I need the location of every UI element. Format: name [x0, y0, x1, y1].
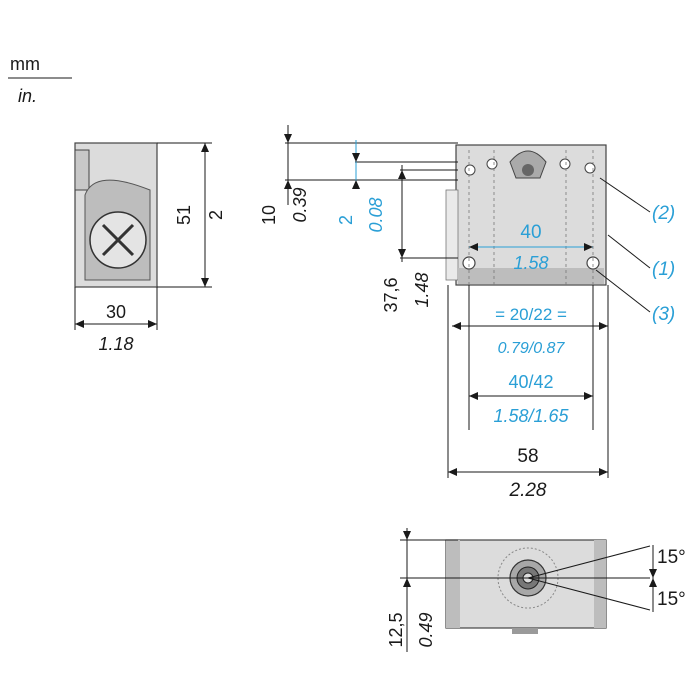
callout-2-leader: [599, 177, 651, 213]
top-left-edge: [446, 540, 460, 628]
front-mount-hole-left: [462, 256, 476, 270]
front-gap-mm: 2: [336, 215, 356, 225]
front-spacing-in: 1.58: [513, 253, 548, 273]
angle-2: 15°: [657, 589, 686, 610]
top-offset-in: 0.49: [416, 612, 436, 647]
side-width-in: 1.18: [98, 334, 133, 354]
side-screw-cross: [101, 223, 135, 257]
top-view: 15° 15° 12,5 0.49: [386, 528, 686, 652]
side-height-mm: 51: [174, 205, 194, 225]
callout-1-leader: [607, 234, 651, 269]
front-top-holes: [464, 150, 596, 179]
unit-legend: mm in.: [8, 54, 72, 106]
front-range-in: 1.58/1.65: [493, 406, 569, 426]
front-hidden-lines: [468, 150, 594, 285]
front-slot-in: 0.79/0.87: [498, 340, 566, 357]
callout-1: (1): [652, 259, 675, 280]
front-base: [458, 268, 604, 284]
front-mount-hole-right: [586, 256, 600, 270]
side-width-mm: 30: [106, 302, 126, 322]
front-height-mm: 37,6: [381, 277, 401, 312]
front-top-in: 0.39: [290, 187, 310, 222]
side-height-in: 2: [206, 210, 226, 220]
callout-3: (3): [652, 304, 675, 325]
top-bottom-nub: [512, 628, 538, 634]
front-slot-mm: = 20/22 =: [495, 305, 567, 324]
front-cover-edge: [445, 189, 459, 281]
side-view: 51 2 30 1.18: [74, 142, 226, 354]
callout-3-leader: [595, 269, 651, 313]
unit-mm: mm: [10, 54, 40, 74]
front-range-mm: 40/42: [508, 372, 553, 392]
angle-1: 15°: [657, 547, 686, 568]
top-right-edge: [594, 540, 606, 628]
angle-line-upper: [527, 545, 651, 579]
callout-2: (2): [652, 203, 675, 224]
angle-line-lower: [527, 577, 651, 611]
front-top-mm: 10: [259, 205, 279, 225]
side-tab: [74, 149, 90, 191]
front-view: 10 0.39 2 0.08 37,6 1.48 40 1.58 = 20/22…: [259, 125, 675, 501]
top-offset-mm: 12,5: [386, 612, 406, 647]
front-width-in: 2.28: [509, 480, 547, 501]
front-height-in: 1.48: [412, 272, 432, 307]
front-spacing-mm: 40: [520, 222, 541, 243]
unit-inch: in.: [18, 86, 37, 106]
front-gap-in: 0.08: [366, 197, 386, 232]
front-width-mm: 58: [517, 446, 538, 467]
